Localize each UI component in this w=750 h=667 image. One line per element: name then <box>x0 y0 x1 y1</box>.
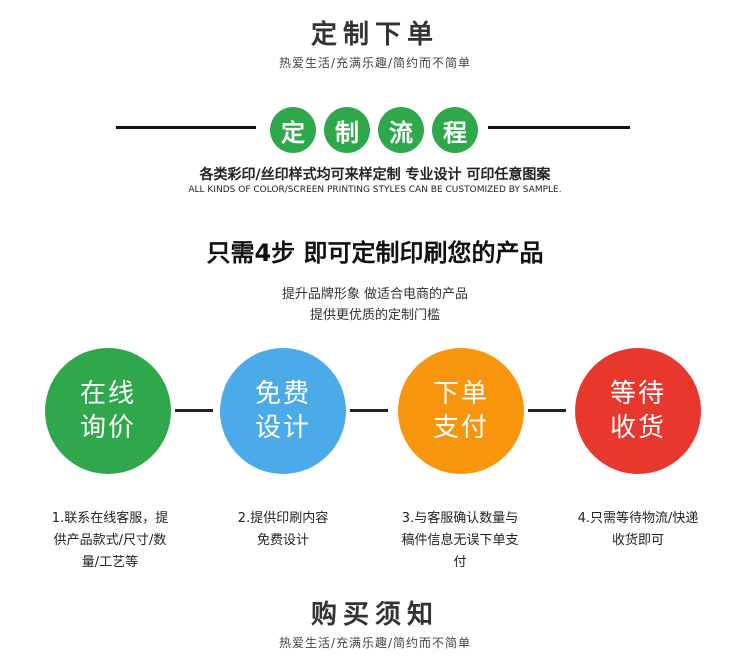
step-desc-line: 2.提供印刷内容 <box>237 511 329 526</box>
step-desc-line: 收货即可 <box>611 533 664 548</box>
step-desc-line: 付 <box>453 555 467 570</box>
step-label: 免费 <box>254 379 311 409</box>
step-connector <box>175 409 213 412</box>
step-circle-inquiry: 在线 询价 <box>45 348 171 474</box>
step-label: 等待 <box>609 379 666 409</box>
divider-left <box>116 126 256 129</box>
page-title: 定制下单 <box>310 20 439 50</box>
step-label: 收货 <box>609 413 666 443</box>
process-description-cn: 各类彩印/丝印样式均可来样定制 专业设计 可印任意图案 <box>199 167 551 183</box>
process-badges: 定 制 流 程 <box>270 107 478 153</box>
step-connector <box>528 409 566 412</box>
step-description-3: 3.与客服确认数量与 稿件信息无误下单支 付 <box>380 508 540 574</box>
step-desc-line: 稿件信息无误下单支 <box>401 533 519 548</box>
step-label: 下单 <box>432 379 489 409</box>
steps-tagline-1: 提升品牌形象 做适合电商的产品 <box>281 287 469 302</box>
step-description-1: 1.联系在线客服，提 供产品款式/尺寸/数 量/工艺等 <box>30 508 190 574</box>
purchase-notice-title: 购买须知 <box>310 600 439 630</box>
process-badge: 流 <box>378 107 424 153</box>
step-description-4: 4.只需等待物流/快递 收货即可 <box>558 508 718 552</box>
purchase-notice-subtitle: 热爱生活/充满乐趣/简约而不简单 <box>278 636 472 650</box>
step-connector <box>350 409 388 412</box>
step-desc-line: 4.只需等待物流/快递 <box>577 511 699 526</box>
step-label: 在线 <box>79 379 136 409</box>
step-desc-line: 供产品款式/尺寸/数 <box>53 533 167 548</box>
steps-tagline-2: 提供更优质的定制门槛 <box>309 308 440 323</box>
divider-right <box>488 126 630 129</box>
step-label: 询价 <box>79 413 136 443</box>
process-description-en: ALL KINDS OF COLOR/SCREEN PRINTING STYLE… <box>188 185 562 195</box>
step-desc-line: 量/工艺等 <box>81 555 139 570</box>
step-desc-line: 3.与客服确认数量与 <box>401 511 519 526</box>
process-badge: 制 <box>324 107 370 153</box>
step-circle-design: 免费 设计 <box>220 348 346 474</box>
step-label: 支付 <box>432 413 489 443</box>
steps-headline: 只需4步 即可定制印刷您的产品 <box>206 239 544 267</box>
process-badge: 程 <box>432 107 478 153</box>
step-desc-line: 免费设计 <box>256 533 309 548</box>
step-circle-delivery: 等待 收货 <box>575 348 701 474</box>
page-subtitle: 热爱生活/充满乐趣/简约而不简单 <box>278 56 472 70</box>
step-desc-line: 1.联系在线客服，提 <box>51 511 169 526</box>
step-description-2: 2.提供印刷内容 免费设计 <box>203 508 363 552</box>
step-label: 设计 <box>254 413 311 443</box>
process-badge: 定 <box>270 107 316 153</box>
step-circle-payment: 下单 支付 <box>398 348 524 474</box>
